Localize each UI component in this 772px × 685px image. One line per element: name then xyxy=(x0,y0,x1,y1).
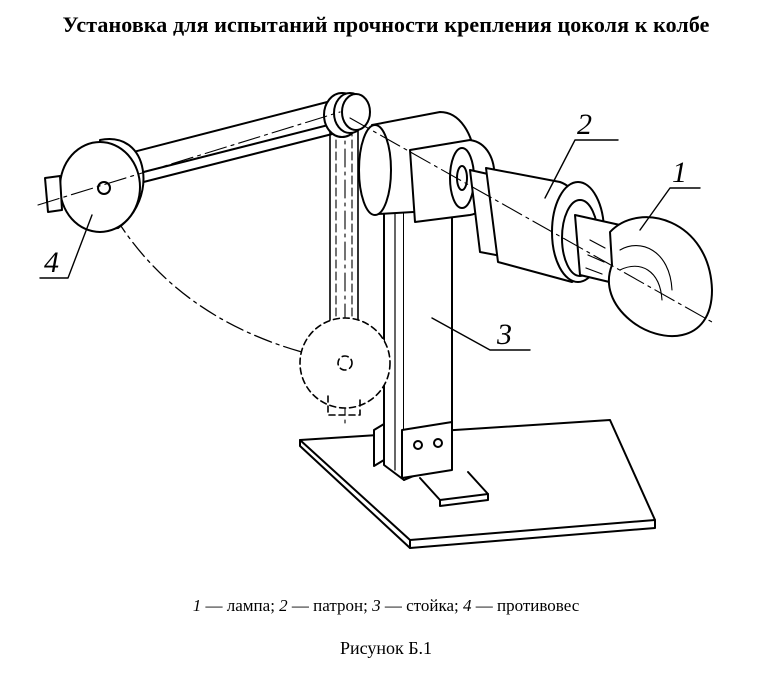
callout-label-1: 1 xyxy=(672,156,687,189)
document-title: Установка для испытаний прочности крепле… xyxy=(62,12,710,37)
counterweight-bottom xyxy=(299,317,391,416)
legend-num-3: 3 xyxy=(372,596,381,615)
lamp xyxy=(574,214,713,338)
legend-separator: ; xyxy=(363,596,373,615)
legend-text-3: стойка xyxy=(406,596,454,615)
legend-separator: ; xyxy=(454,596,463,615)
legend-text-4: противовес xyxy=(496,596,580,615)
legend-num-4: 4 xyxy=(462,596,472,615)
legend-dash: — xyxy=(471,596,497,615)
legend-text-1: лампа xyxy=(226,596,271,615)
callout-label-4: 4 xyxy=(44,246,59,279)
callout-label-3: 3 xyxy=(496,318,512,351)
base-plate xyxy=(299,419,656,541)
counterweight-disc xyxy=(44,138,145,233)
legend-dash: — xyxy=(287,596,314,615)
callout-label-2: 2 xyxy=(577,108,592,141)
legend-num-1: 1 xyxy=(192,596,202,615)
legend-text-2: патрон xyxy=(313,596,364,615)
legend-dash: — xyxy=(201,596,227,615)
legend-num-2: 2 xyxy=(279,596,288,615)
figure-caption: Рисунок Б.1 xyxy=(339,638,433,658)
test-rig-drawing: 2 1 3 4 xyxy=(37,92,713,549)
legend-separator: ; xyxy=(270,596,280,615)
figure-legend: 1 — лампа; 2 — патрон; 3 — стойка; 4 — п… xyxy=(0,596,772,616)
legend-dash: — xyxy=(380,596,407,615)
